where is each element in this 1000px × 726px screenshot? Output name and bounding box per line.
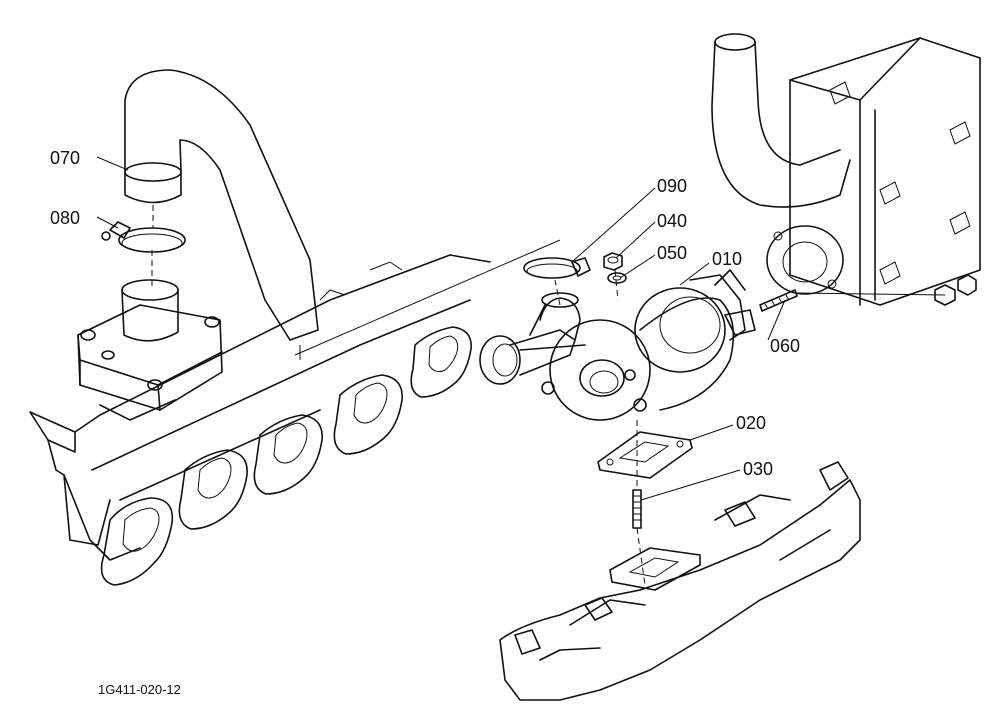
- label-070: 070: [50, 148, 80, 168]
- exhaust-manifold: [499, 461, 861, 701]
- drawing-code: 1G411-020-12: [98, 682, 181, 697]
- label-040: 040: [657, 211, 687, 231]
- gasket-020: [597, 431, 693, 479]
- intake-manifold: [29, 254, 491, 586]
- label-030: 030: [743, 459, 773, 479]
- intake-pipe-stub: [121, 279, 179, 342]
- washer-050: [607, 272, 627, 284]
- intake-flange-block: [77, 304, 223, 421]
- label-080: 080: [50, 208, 80, 228]
- nut-040: [603, 252, 623, 271]
- label-020: 020: [736, 413, 766, 433]
- label-060: 060: [770, 336, 800, 356]
- label-090: 090: [657, 176, 687, 196]
- label-010: 010: [712, 249, 742, 269]
- aftercooler-elbow: [711, 33, 981, 306]
- hose-elbow-070: [124, 69, 319, 341]
- label-050: 050: [657, 243, 687, 263]
- hose-clamp-090: [523, 257, 591, 279]
- stud-060: [759, 289, 798, 312]
- stud-030: [632, 489, 642, 529]
- turbocharger-010: [479, 269, 756, 421]
- leader-lines: [96, 156, 786, 501]
- assembly-center-lines: [151, 205, 946, 586]
